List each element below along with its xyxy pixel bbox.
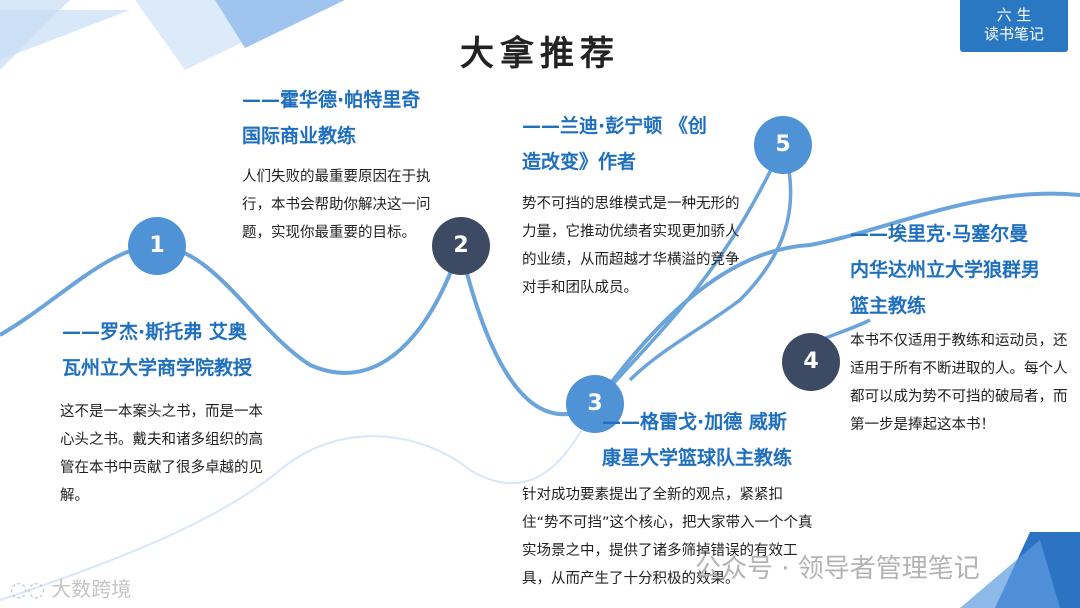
brand-line-2: 读书笔记 (983, 25, 1044, 43)
recommender-4-heading-line-3: 篮主教练 (850, 295, 927, 317)
recommender-5-heading-line-2: 造改变》作者 (522, 151, 637, 173)
watermark-left-text: 大数跨境 (51, 577, 132, 601)
recommender-2-quote: 人们失败的最重要原因在于执行，本书会帮助你解决这一问题，实现你最重要的目标。 (242, 169, 431, 241)
timeline-curve-tail (0, 403, 596, 601)
node-5: 5 (754, 116, 812, 174)
recommender-3-quote: 针对成功要素提出了全新的观点，紧紧扣住“势不可挡”这个核心，把大家带入一个个真实… (522, 487, 813, 587)
recommender-4-heading-line-2: 内华达州立大学狼群男 (850, 259, 1041, 281)
recommender-5-quote: 势不可挡的思维模式是一种无形的力量，它推动优绩者实现更加骄人的业绩，从而超越才华… (522, 196, 740, 296)
recommender-2-heading: ——霍华德·帕特里奇 国际商业教练 (242, 82, 482, 154)
recommender-1-heading-line-2: 瓦州立大学商学院教授 (62, 357, 253, 379)
recommender-2-heading-line-1: ——霍华德·帕特里奇 (242, 89, 421, 111)
recommender-3-heading: ——格雷戈·加德 威斯 康星大学篮球队主教练 (602, 404, 822, 476)
brand-line-1: 六 生 (996, 6, 1032, 24)
recommender-4-quote: 本书不仅适用于教练和运动员，还适用于所有不断进取的人。每个人都可以成为势不可挡的… (850, 333, 1068, 433)
recommender-4-heading-line-1: ——埃里克·马塞尔曼 (850, 223, 1029, 245)
watermark-left: ◌◌ 大数跨境 (10, 573, 131, 602)
timeline-curve-branch (593, 140, 793, 406)
recommender-1-heading-line-1: ——罗杰·斯托弗 艾奥 (62, 321, 247, 343)
node-4: 4 (782, 333, 840, 391)
watermark-right: 公众号 · 领导者管理笔记 (695, 554, 980, 584)
recommender-5-heading: ——兰迪·彭宁顿 《创 造改变》作者 (522, 108, 734, 180)
node-3: 3 (566, 375, 624, 433)
brand-badge: 六 生 读书笔记 (960, 0, 1068, 52)
node-1: 1 (128, 217, 186, 275)
recommender-3-heading-line-1: ——格雷戈·加德 威斯 (602, 411, 787, 433)
recommender-2-heading-line-2: 国际商业教练 (242, 125, 357, 147)
page-title: 大拿推荐 (460, 34, 620, 74)
watermark-left-icon: ◌◌ (10, 577, 45, 601)
recommender-5-heading-line-1: ——兰迪·彭宁顿 《创 (522, 115, 707, 137)
recommender-1-quote: 这不是一本案头之书，而是一本心头之书。戴夫和诸多组织的高管在本书中贡献了很多卓越… (60, 404, 263, 504)
recommender-1-heading: ——罗杰·斯托弗 艾奥 瓦州立大学商学院教授 (62, 314, 312, 386)
recommender-3-heading-line-2: 康星大学篮球队主教练 (602, 447, 793, 469)
node-2: 2 (432, 217, 490, 275)
recommender-4-heading: ——埃里克·马塞尔曼 内华达州立大学狼群男 篮主教练 (850, 216, 1070, 324)
